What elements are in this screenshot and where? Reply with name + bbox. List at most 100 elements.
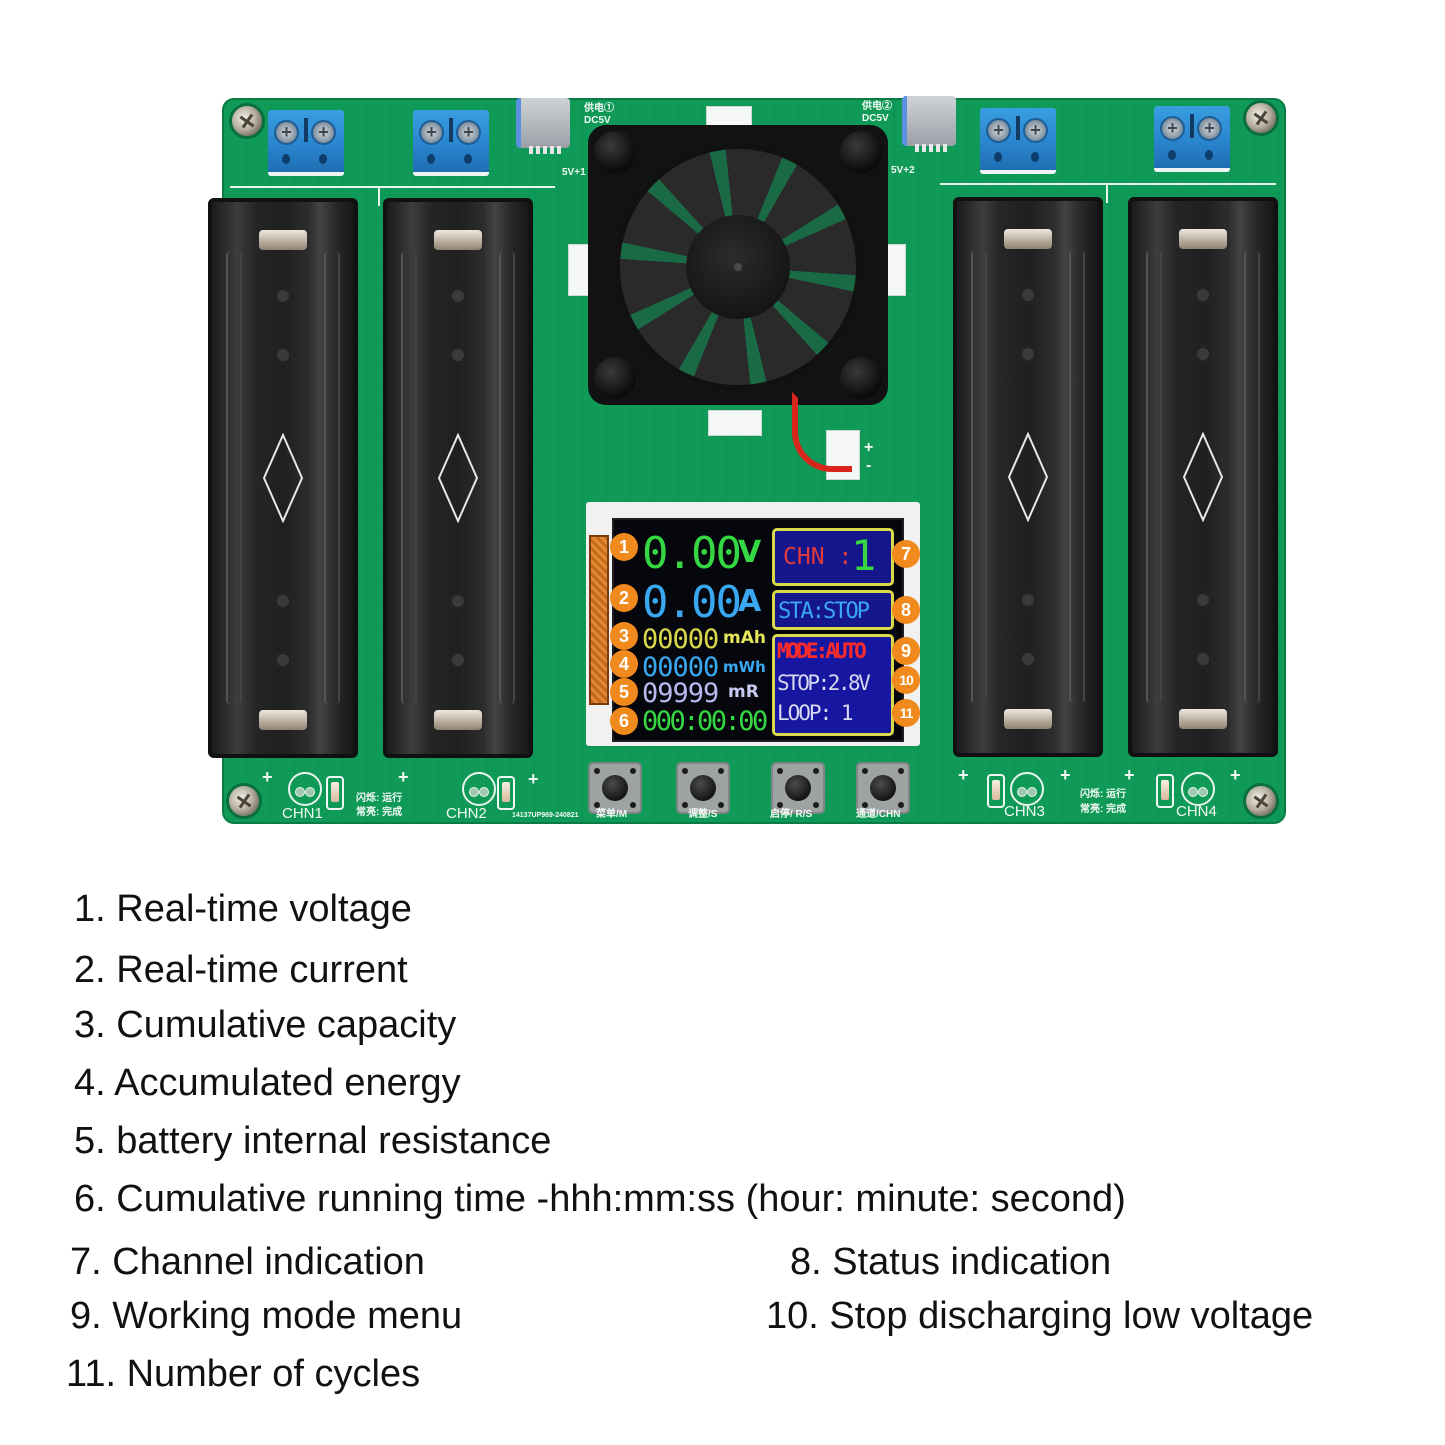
channel-button[interactable] [858,764,908,812]
mounting-screw-icon [1246,103,1276,133]
legend-item-3: 3. Cumulative capacity [74,1004,457,1046]
start-stop-button[interactable] [773,764,823,812]
usb-c-port-2[interactable] [902,96,956,152]
battery-holder-chn4[interactable] [1128,197,1278,757]
terminal-screw-icon [986,118,1011,143]
battery-contact-icon [434,710,482,730]
battery-holder-chn1[interactable] [208,198,358,758]
marker-6: 6 [610,707,638,735]
terminal-screw-icon [419,120,444,145]
legend-item-5: 5. battery internal resistance [74,1120,552,1162]
battery-contact-icon [1179,709,1227,729]
loop-text: LOOP: 1 [777,701,854,725]
holder-slot [1019,650,1037,668]
led-legend-blink: 闪烁: 运行 [356,793,403,804]
holder-slot [1194,345,1212,363]
plus-mark: + [262,767,273,787]
recycle-diamond-icon [1007,432,1049,522]
marker-5: 5 [610,678,638,706]
button-pin [813,802,819,808]
terminal-screw-icon [1160,116,1185,141]
menu-button[interactable] [590,764,640,812]
legend-item-9: 9. Working mode menu [70,1295,463,1337]
capacity-value: 00000 [642,624,719,655]
legend-item-11: 11. Number of cycles [66,1353,421,1395]
power-input-2-label: DC5V [862,113,889,124]
chn3-status-led [987,774,1005,808]
holder-slot [1019,591,1037,609]
battery-contact-icon [434,230,482,250]
channel-box: CHN : 1 [772,528,894,586]
chn4-label: CHN4 [1176,803,1217,820]
chn3-label: CHN3 [1004,803,1045,820]
plus-mark: + [1230,765,1241,785]
status-box: STA:STOP [772,590,894,630]
resistance-unit: mR [728,682,759,702]
button-pin [777,802,783,808]
button-pin [594,768,600,774]
mosfet-pad [708,410,762,436]
channel-label: CHN : [783,544,853,570]
holder-slot [449,651,467,669]
start-stop-button-label: 启停/ R/S [770,809,813,820]
battery-holder-chn3[interactable] [953,197,1103,757]
led-footprint-icon [1181,772,1215,806]
fan-mount-icon [840,131,882,173]
channel-value: 1 [851,531,877,580]
holder-slot [274,287,292,305]
holder-slot [449,592,467,610]
recycle-diamond-icon [1182,432,1224,522]
terminal-hole [282,154,290,164]
power-input-1-pad-label: 5V+1 [562,167,586,178]
silk-divider [230,186,555,188]
terminal-divider [1016,116,1020,140]
capacity-unit: mAh [723,628,766,648]
fan-plus-label: + [864,439,874,456]
legend-item-7: 7. Channel indication [70,1241,425,1283]
cooling-fan [588,125,888,405]
battery-holder-chn2[interactable] [383,198,533,758]
plus-mark: + [958,765,969,785]
holder-slot [449,346,467,364]
led-footprint-icon [1010,772,1044,806]
usb-c-port-1[interactable] [516,98,570,154]
plus-mark: + [528,769,539,789]
recycle-diamond-icon [437,433,479,523]
fan-power-wire [792,392,852,472]
button-pin [682,768,688,774]
terminal-screw-icon [1023,118,1048,143]
button-pin [898,768,904,774]
holder-slot [449,287,467,305]
button-pin [813,768,819,774]
status-text: STA:STOP [778,599,870,624]
button-pin [777,768,783,774]
legend-item-8: 8. Status indication [790,1241,1112,1283]
mode-text: MODE:AUTO [777,639,867,663]
part-number: 14137UP969-240821 [512,812,579,819]
button-pin [898,802,904,808]
legend-item-6: 6. Cumulative running time -hhh:mm:ss (h… [74,1178,1126,1220]
terminal-divider [449,118,453,142]
terminal-screw-icon [311,120,336,145]
terminal-hole [1031,152,1039,162]
channel-button-label: 通道/CHN [856,809,901,820]
screw-terminal-chn2[interactable] [413,110,489,176]
button-pin [718,768,724,774]
silk-divider [1106,183,1108,203]
screw-terminal-chn1[interactable] [268,110,344,176]
screw-terminal-chn4[interactable] [1154,106,1230,172]
terminal-hole [1168,150,1176,160]
battery-contact-icon [1179,229,1227,249]
mounting-screw-icon [232,106,262,136]
marker-3: 3 [610,622,638,650]
terminal-screw-icon [456,120,481,145]
stop-voltage-text: STOP:2.8V [777,671,871,695]
holder-slot [274,651,292,669]
terminal-screw-icon [274,120,299,145]
button-pin [630,768,636,774]
fan-minus-label: - [866,457,872,474]
screw-terminal-chn3[interactable] [980,108,1056,174]
marker-9: 9 [892,637,920,665]
adjust-button[interactable] [678,764,728,812]
holder-slot [1194,286,1212,304]
